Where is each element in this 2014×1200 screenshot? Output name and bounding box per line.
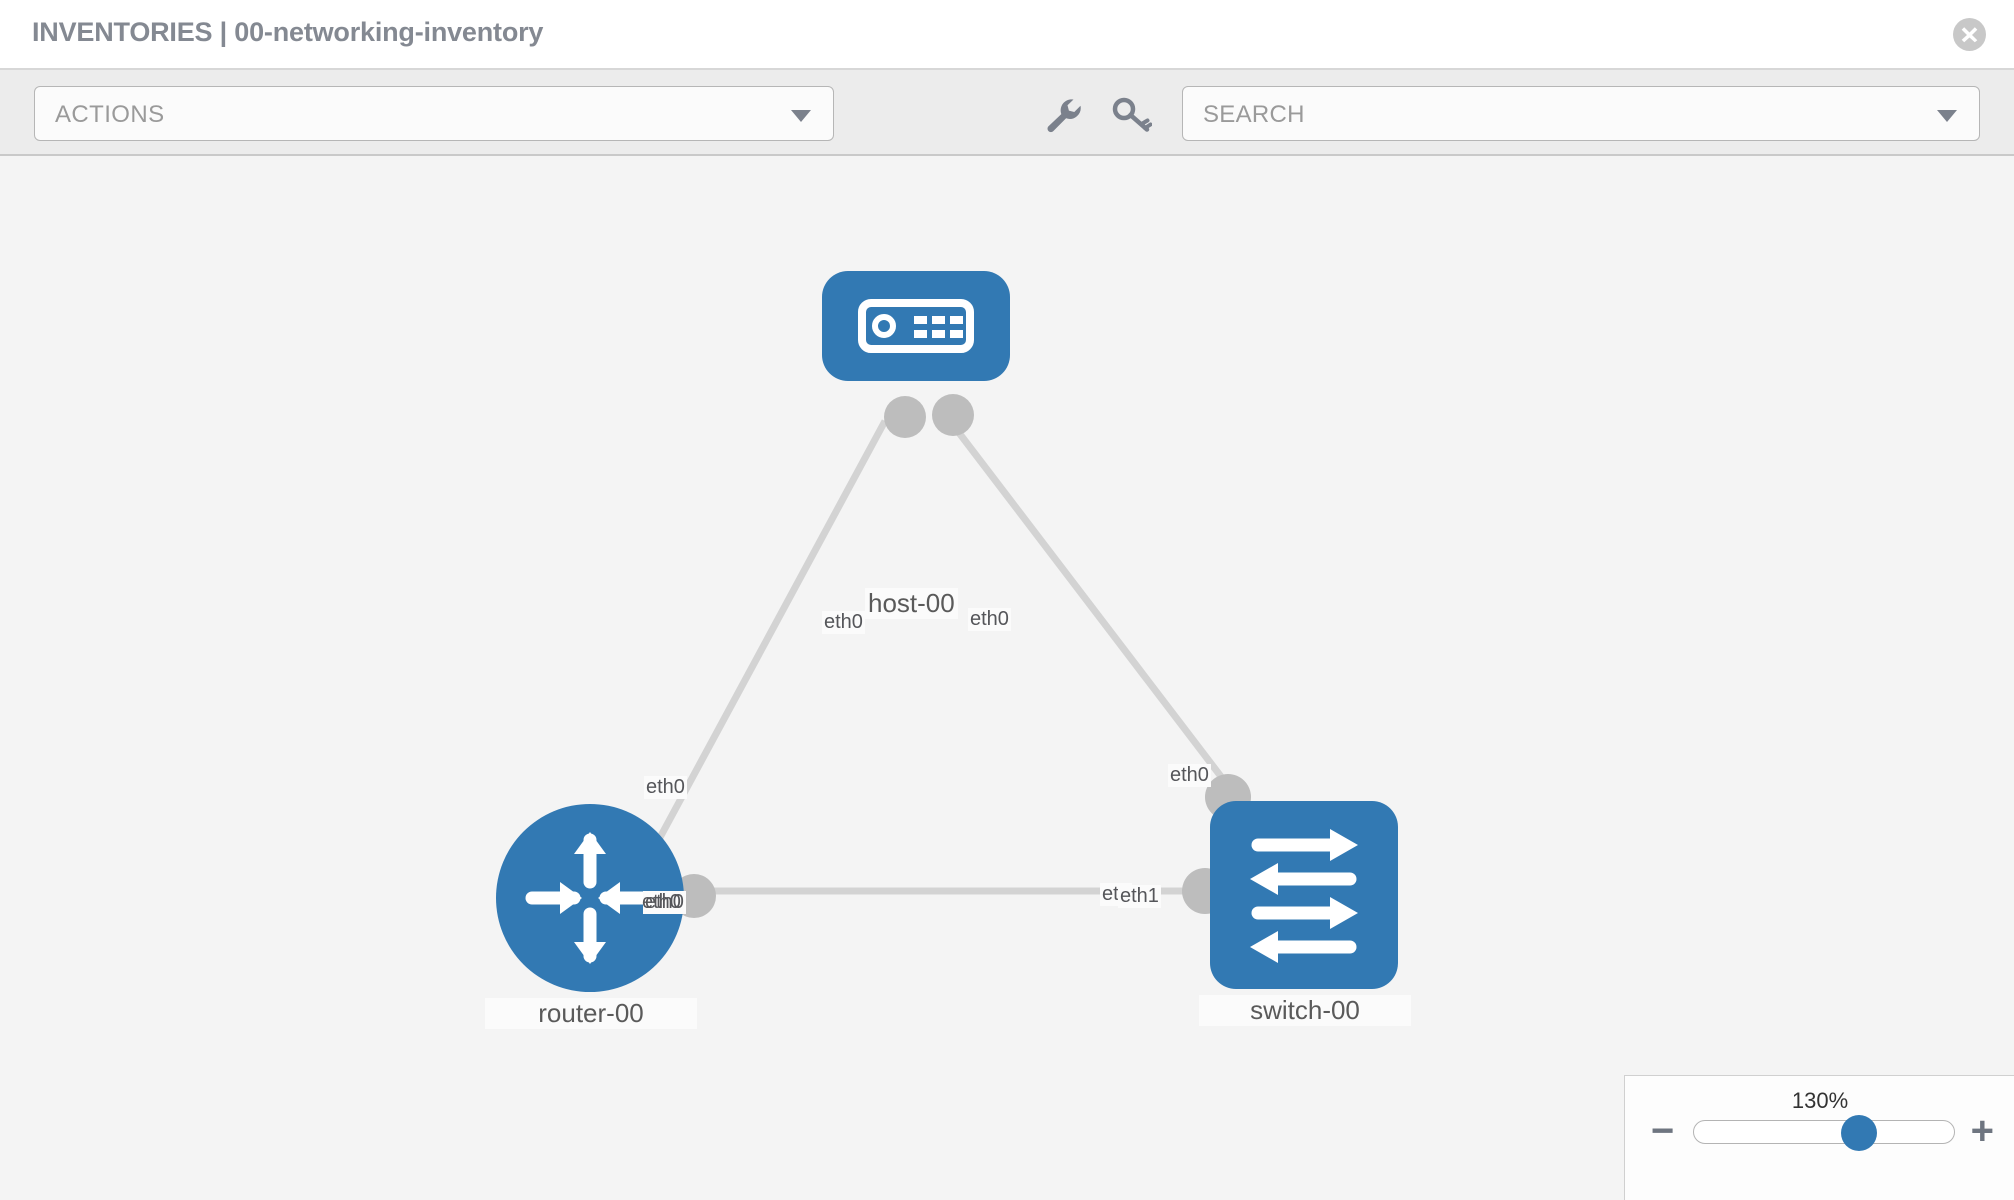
actions-dropdown-label: ACTIONS: [55, 101, 165, 128]
node-switch-00[interactable]: switch-00: [1199, 801, 1411, 1026]
server-icon: [858, 299, 974, 353]
edge-label-host-switch: eth0: [968, 608, 1011, 631]
page-title: INVENTORIES | 00-networking-inventory: [32, 17, 544, 47]
switch-icon: [1250, 829, 1358, 963]
chevron-down-icon: [791, 110, 811, 122]
chevron-down-icon[interactable]: [1937, 110, 1957, 122]
zoom-in-button[interactable]: +: [1970, 1109, 1994, 1153]
topology-canvas[interactable]: eth0 host-00 eth0 router-00 eth0 eth0 et…: [0, 156, 2014, 1200]
zoom-out-button[interactable]: −: [1651, 1109, 1675, 1153]
router-icon: [525, 832, 655, 964]
wrench-icon[interactable]: [1043, 96, 1083, 134]
node-host-00[interactable]: [822, 271, 1010, 431]
edge-label-router-uplink: eth0: [644, 776, 687, 799]
connector-nub[interactable]: [884, 396, 926, 438]
edge-label-router-host: eth0: [642, 891, 681, 913]
node-host-00-shape[interactable]: [822, 271, 1010, 381]
actions-dropdown[interactable]: ACTIONS: [34, 86, 834, 141]
close-button[interactable]: [1953, 18, 1986, 51]
node-switch-00-shape[interactable]: [1210, 801, 1398, 989]
key-icon[interactable]: [1112, 96, 1153, 134]
connector-nub[interactable]: [932, 394, 974, 436]
zoom-percent-label: 130%: [1791, 1088, 1849, 1113]
edge-label-host-router: eth0: [822, 611, 865, 634]
page-header: INVENTORIES | 00-networking-inventory: [0, 0, 2014, 70]
edge-label-router-switch-left: eth0: [643, 891, 686, 914]
zoom-slider-thumb[interactable]: [1840, 1115, 1877, 1151]
search-placeholder: SEARCH: [1203, 101, 1305, 128]
toolbar: ACTIONS SEARCH: [0, 70, 2014, 156]
edge-label-switch-router: eth1: [1118, 885, 1161, 908]
zoom-slider-track[interactable]: [1693, 1115, 1955, 1151]
zoom-control: 130% − +: [1624, 1075, 2014, 1200]
node-label-host-00: host-00: [865, 588, 958, 619]
search-input[interactable]: SEARCH: [1182, 86, 1980, 141]
link-host-router[interactable]: [646, 419, 889, 858]
node-label-switch-00: switch-00: [1199, 995, 1411, 1026]
link-host-switch[interactable]: [947, 418, 1235, 794]
edge-label-switch-host: eth0: [1168, 764, 1211, 787]
node-label-router-00: router-00: [485, 998, 697, 1029]
